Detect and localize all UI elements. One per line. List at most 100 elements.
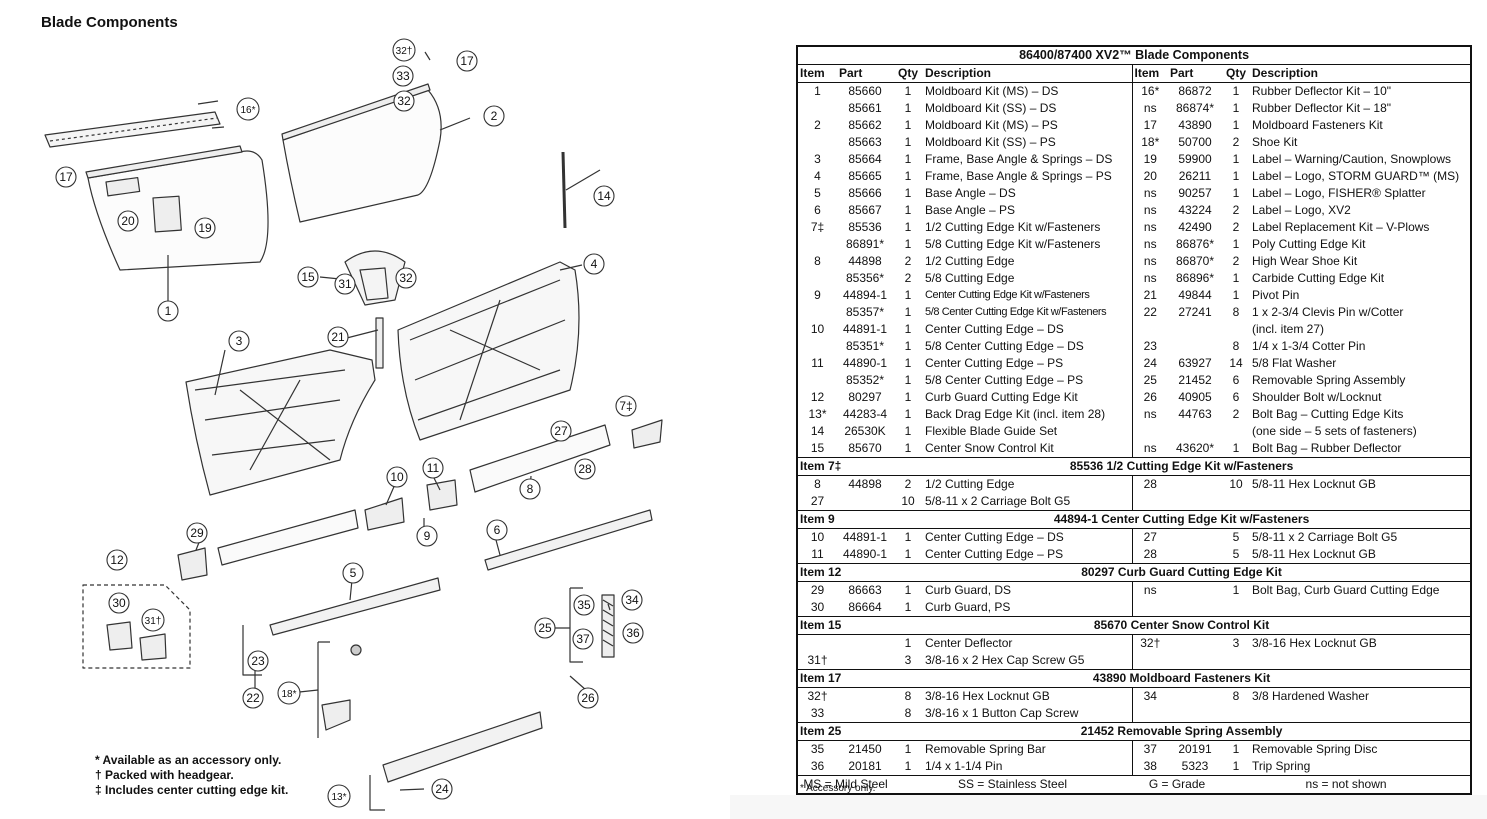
callout-circle — [297, 266, 319, 288]
table-cell: ns — [1131, 236, 1168, 253]
callout-label: 1 — [165, 304, 172, 318]
callout-label: 17 — [59, 170, 73, 184]
table-cell: Label Replacement Kit – V-Plows — [1252, 220, 1430, 234]
table-cell: 86663 — [848, 583, 882, 597]
table-cell: 2 — [1232, 135, 1240, 149]
table-cell: 5/8 Center Cutting Edge Kit w/Fasteners — [925, 306, 1107, 318]
callout-circle — [615, 395, 637, 417]
table-cell — [837, 493, 893, 511]
table-cell: 44891-1 — [842, 530, 888, 544]
table-cell: Base Angle – PS — [925, 203, 1016, 217]
callout-label: 23 — [251, 654, 265, 668]
callout-label: 29 — [190, 526, 204, 540]
callout-label: 2 — [491, 109, 498, 123]
callout-label: 6 — [494, 523, 501, 537]
callout-label: 14 — [597, 189, 611, 203]
table-cell: 30 — [810, 600, 825, 614]
table-cell: 1 — [904, 441, 912, 455]
table-cell: 28 — [1131, 475, 1168, 493]
table-cell: 1 — [1232, 759, 1240, 773]
table-cell: 42490 — [1178, 220, 1212, 234]
table-cell: 14 — [1229, 356, 1243, 370]
table-cell: Label – Logo, STORM GUARD™ (MS) — [1252, 169, 1460, 183]
table-cell — [1168, 423, 1222, 440]
table-cell: 31† — [807, 653, 828, 667]
table-cell: Removable Spring Disc — [1252, 742, 1378, 756]
table-cell: 19 — [1131, 151, 1168, 168]
table-cell: 12 — [810, 390, 825, 404]
table-cell — [1222, 493, 1250, 511]
callout-circle — [247, 650, 269, 672]
table-cell: Center Deflector — [925, 636, 1013, 650]
table-cell: 85666 — [848, 186, 882, 200]
table-cell — [1222, 705, 1250, 723]
callout-circle — [327, 784, 351, 808]
table-cell — [1222, 423, 1250, 440]
table-cell: 44891-1 — [842, 322, 888, 336]
table-cell: 85357* — [845, 305, 885, 319]
table-cell: 86896* — [1175, 271, 1215, 285]
table-cell: 50700 — [1178, 135, 1212, 149]
table-cell — [837, 652, 893, 670]
callout-label: 10 — [390, 470, 404, 484]
section-item: Item 25 — [797, 722, 893, 741]
table-cell: 5 — [1232, 530, 1240, 544]
table-cell: 44890-1 — [842, 356, 888, 370]
callout-circle — [583, 253, 605, 275]
callout-circle — [393, 90, 415, 112]
column-header: Part — [1168, 64, 1222, 83]
table-cell: 2 — [904, 477, 912, 491]
section-item: Item 7‡ — [797, 457, 893, 476]
table-cell: 3 — [1232, 636, 1240, 650]
table-cell: Bolt Bag – Cutting Edge Kits — [1252, 407, 1404, 421]
table-cell: 32† — [807, 689, 828, 703]
callout-label: 19 — [198, 221, 212, 235]
column-header: Part — [837, 64, 893, 83]
table-cell: 14 — [810, 424, 825, 438]
table-cell — [1168, 705, 1222, 723]
table-cell: 1 — [1232, 84, 1240, 98]
table-cell: 1/2 Cutting Edge Kit w/Fasteners — [925, 220, 1101, 234]
callout-circle — [573, 594, 595, 616]
callout-label: 3 — [236, 334, 243, 348]
callout-label: 9 — [424, 529, 431, 543]
table-cell: 44763 — [1178, 407, 1212, 421]
callout-label: 8 — [527, 482, 534, 496]
table-cell: 2 — [1232, 254, 1240, 268]
table-cell: Removable Spring Assembly — [1252, 373, 1406, 387]
table-cell: 13* — [808, 407, 827, 421]
table-cell: 85667 — [848, 203, 882, 217]
callout-label: 22 — [246, 691, 260, 705]
callout-circle — [106, 549, 128, 571]
callout-circle — [577, 687, 599, 709]
table-cell: ns — [1131, 581, 1168, 599]
table-cell: Bolt Bag, Curb Guard Cutting Edge — [1252, 583, 1440, 597]
callout-circle — [621, 589, 643, 611]
table-cell — [1222, 652, 1250, 670]
table-footnote: * Accessory only. — [800, 783, 876, 794]
callout-label: 15 — [301, 270, 315, 284]
table-cell: 5/8-11 Hex Locknut GB — [1252, 547, 1376, 561]
callout-label: 31† — [145, 616, 162, 627]
table-cell: 85351* — [845, 339, 885, 353]
table-cell: 85665 — [848, 169, 882, 183]
callout-circle — [327, 326, 349, 348]
table-cell: 1 — [904, 390, 912, 404]
section-item: Item 9 — [797, 510, 893, 529]
table-cell — [1131, 652, 1168, 670]
table-cell: Poly Cutting Edge Kit — [1252, 237, 1366, 251]
table-cell: 10 — [1229, 477, 1243, 491]
table-cell — [837, 705, 893, 723]
table-cell: 6 — [1232, 373, 1240, 387]
table-cell: 1 — [1232, 237, 1240, 251]
